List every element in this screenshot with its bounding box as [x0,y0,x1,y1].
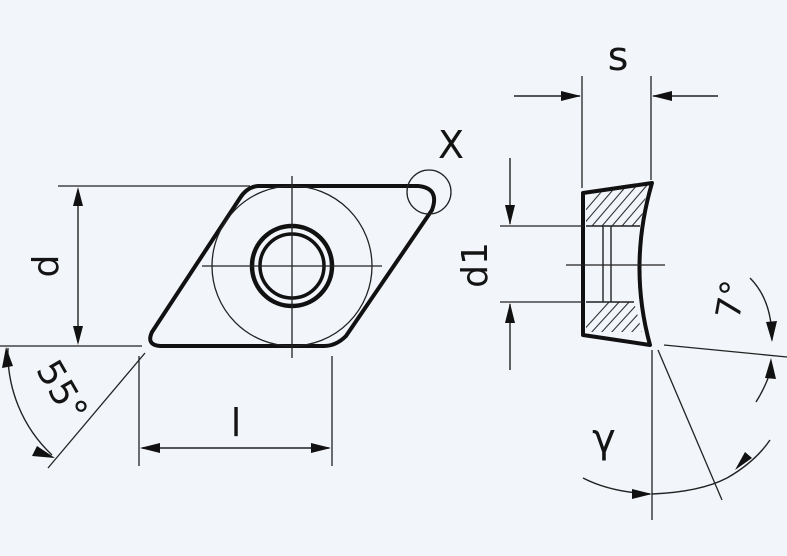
label-s: s [608,34,629,80]
angle-7-dimension [663,277,787,403]
section-hatch-bottom [586,302,642,332]
insert-outline [148,184,437,348]
insert-section-view [566,181,665,347]
section-outline [581,181,654,347]
label-d1: d1 [455,242,496,288]
dimension-s [514,76,718,188]
dimension-d1 [500,158,584,370]
label-gamma: γ [592,416,616,462]
section-hatch-top [586,185,648,226]
angle-55-dimension [2,347,146,469]
label-detail-x: X [438,123,464,167]
label-l: l [231,401,242,445]
dimension-l [138,356,333,466]
angle-gamma-dimension [582,349,771,520]
insert-top-view [148,169,452,358]
label-d: d [26,255,67,278]
label-angle-55: 55° [28,353,95,429]
dimension-d [0,185,250,347]
label-angle-7: 7° [708,277,754,322]
detail-x-circle [406,169,452,215]
